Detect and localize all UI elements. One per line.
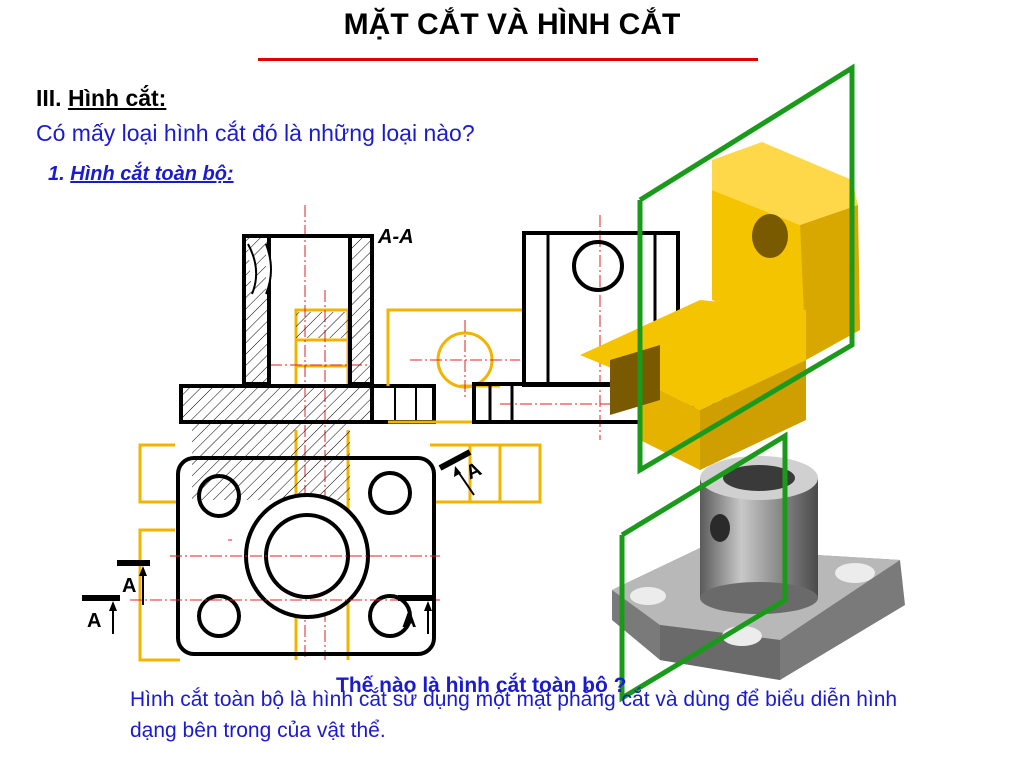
gray-side-hole <box>710 514 730 542</box>
cut-arrowhead-2 <box>109 601 117 611</box>
base-plate-end <box>370 384 436 424</box>
cut-bar-4 <box>438 449 472 471</box>
gray-cylinder-bore <box>723 465 795 491</box>
cutting-plane-lower <box>619 431 788 703</box>
cutting-plane-upper <box>637 63 855 475</box>
gray-hole-right <box>835 563 875 583</box>
cut-label-4: A <box>463 458 485 484</box>
section-label: A-A <box>377 226 414 248</box>
top-hatched-region <box>192 422 350 500</box>
subsection-title: Hình cắt toàn bộ: <box>70 163 234 185</box>
section-title: Hình cắt: <box>67 85 167 111</box>
cutting-planes <box>619 63 855 703</box>
cut-label-3: A <box>402 610 416 632</box>
top-hole-bl <box>197 594 241 638</box>
overlay-question: Thế nào là hình cắt toàn bộ ? <box>336 674 627 697</box>
section-heading: III. Hình cắt: <box>36 85 166 112</box>
top-view <box>130 422 542 662</box>
yellow-slot <box>610 345 660 415</box>
yellow-top-face <box>712 142 858 225</box>
right-wall-section <box>348 234 374 386</box>
cut-arrow-4 <box>456 469 475 496</box>
small-hole-section <box>296 312 348 338</box>
side-hole-break-2 <box>265 243 272 295</box>
cut-arrowhead-3 <box>424 601 432 611</box>
top-center-lines <box>130 555 440 601</box>
section-number: III. <box>36 85 62 111</box>
top-hole-br <box>368 594 412 638</box>
title-underline <box>258 58 758 61</box>
side-hole <box>572 240 624 292</box>
top-hole-tr <box>368 471 412 515</box>
top-hole-tl <box>197 474 241 518</box>
gray-3d-model <box>612 456 905 680</box>
gray-cylinder-bottom <box>700 582 818 614</box>
side-view <box>386 215 726 440</box>
page-title: MẶT CẮT VÀ HÌNH CẮT <box>343 8 681 41</box>
subsection-heading: 1. Hình cắt toàn bộ: <box>48 163 234 186</box>
cut-label-2: A <box>87 610 101 632</box>
yellow-hole <box>752 214 788 258</box>
side-hole-break <box>247 243 258 295</box>
front-section-view: A-A <box>179 205 436 660</box>
subsection-number: 1. <box>48 163 65 185</box>
section-question: Có mấy loại hình cắt đó là những loại nà… <box>36 120 475 146</box>
base-plate-section <box>179 384 374 424</box>
left-wall-section <box>242 234 271 386</box>
gray-hole-left <box>630 587 666 605</box>
yellow-side-face <box>800 205 860 360</box>
yellow-base-front <box>640 380 700 470</box>
yellow-base-top <box>580 300 806 410</box>
cut-arrowhead-1 <box>139 566 147 576</box>
cut-arrowhead-4 <box>454 466 461 477</box>
cut-label-1: A <box>122 575 136 597</box>
answer-text: Hình cắt toàn bộ là hình cắt sử dụng một… <box>130 688 898 742</box>
yellow-3d-model <box>580 142 860 470</box>
